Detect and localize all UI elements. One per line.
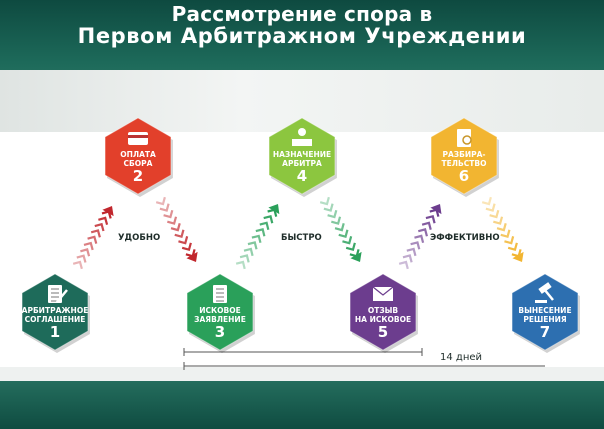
word-convenient: УДОБНО [118, 233, 161, 243]
step-7-label-line2: РЕШЕНИЯ [523, 315, 567, 324]
arrow-3-4 [235, 204, 280, 270]
step-5-label-line2: НА ИСКОВОЕ [354, 315, 412, 324]
payment-card-icon [128, 132, 148, 145]
step-6 [430, 117, 499, 197]
document-pen-icon [48, 285, 68, 303]
word-fast: БЫСТРО [281, 233, 322, 243]
duration-label: 14 дней [440, 352, 483, 363]
arrow-5-6 [398, 204, 442, 270]
step-5-label-line1: ОТЗЫВ [367, 306, 399, 315]
step-2-label-line1: ОПЛАТА [120, 150, 156, 159]
step-1-label-line2: СОГЛАШЕНИЕ [24, 315, 86, 324]
bottom-light-strip [0, 367, 604, 383]
arbiter-icon [292, 128, 312, 146]
arrow-6-7 [481, 196, 524, 262]
envelope-icon [372, 286, 394, 301]
gavel-icon [535, 282, 554, 303]
step-3 [186, 273, 255, 353]
arrow-4-5 [319, 196, 362, 262]
step-7-number: 7 [539, 323, 551, 341]
step-6-number: 6 [458, 167, 470, 185]
step-2 [104, 117, 173, 197]
word-effective: ЭФФЕКТИВНО [430, 233, 500, 243]
duration-bracket [183, 348, 545, 370]
step-3-label-line2: ЗАЯВЛЕНИЕ [194, 315, 246, 324]
arrow-1-2 [72, 206, 114, 270]
step-2-label-line2: СБОРА [123, 159, 153, 168]
step-4-label-line1: НАЗНАЧЕНИЕ [272, 150, 332, 159]
title-line-1: Рассмотрение спора в [171, 2, 433, 26]
step-4-number: 4 [296, 167, 308, 185]
step-7 [511, 273, 580, 353]
step-6-label-line2: ТЕЛЬСТВО [441, 159, 487, 168]
step-4-label-line2: АРБИТРА [282, 159, 322, 168]
step-3-number: 3 [214, 323, 226, 341]
arrow-2-3 [155, 196, 198, 262]
step-1-number: 1 [49, 323, 61, 341]
step-5 [349, 273, 418, 353]
step-5-number: 5 [377, 323, 389, 341]
step-6-label-line1: РАЗБИРА- [442, 150, 486, 159]
document-icon [213, 285, 227, 303]
step-1-label-line1: АРБИТРАЖНОЕ [21, 306, 89, 315]
step-3-label-line1: ИСКОВОЕ [199, 306, 241, 315]
step-4 [268, 117, 337, 197]
step-2-number: 2 [132, 167, 144, 185]
title-line-2: Первом Арбитражном Учреждении [77, 24, 527, 48]
document-search-icon [457, 129, 472, 147]
step-1 [21, 273, 90, 353]
step-7-label-line1: ВЫНЕСЕНИЕ [518, 306, 572, 315]
footer-background [0, 381, 604, 429]
